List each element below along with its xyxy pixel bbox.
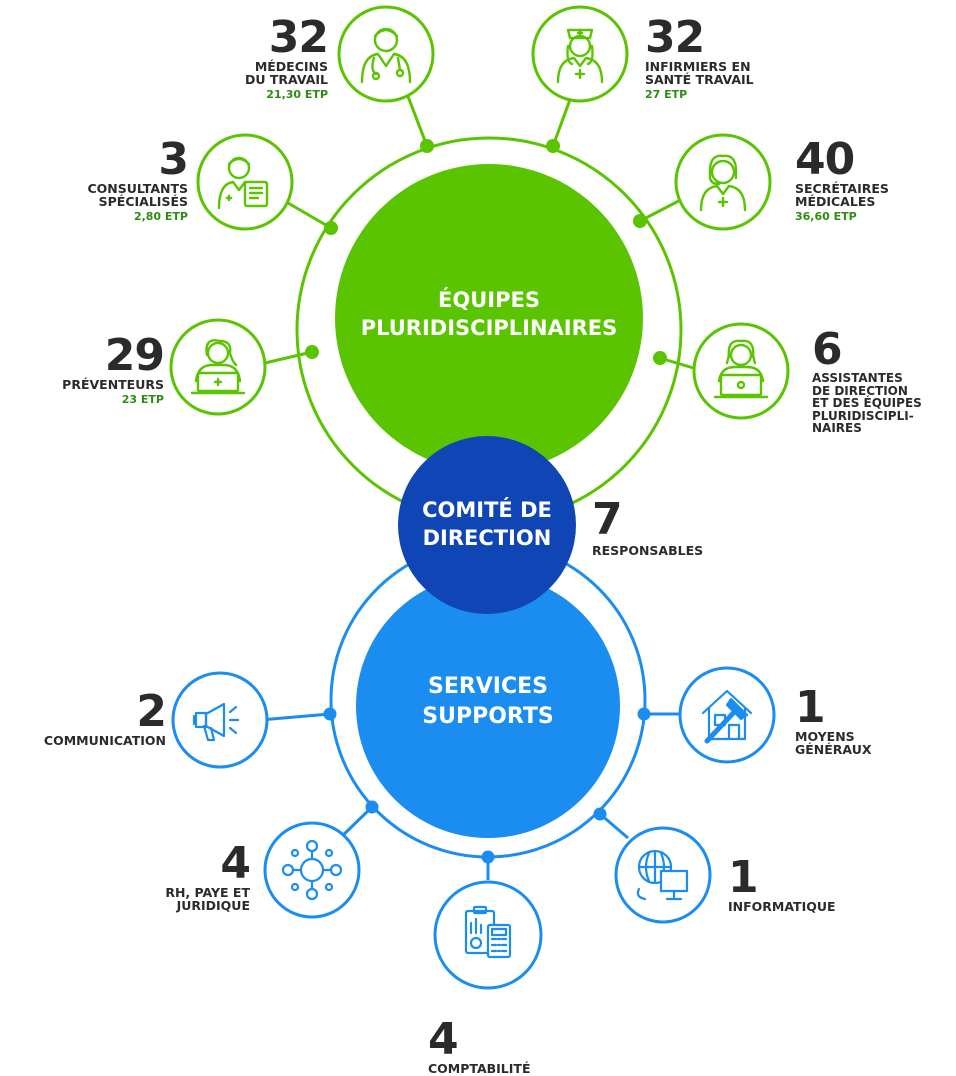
label-comptabilite: 4 COMPTABILITÉ [428, 1014, 588, 1076]
comite-title-line1: COMITÉ DE [422, 498, 552, 522]
role-label: INFIRMIERS EN SANTÉ TRAVAIL [645, 60, 805, 86]
etp-value: 36,60 ETP [795, 210, 857, 224]
etp-value: 2,80 ETP [133, 210, 188, 224]
node-infirmiers [531, 5, 629, 103]
count: 2 [136, 686, 167, 737]
nurse-icon [556, 28, 604, 84]
equipes-hub [335, 164, 643, 472]
etp-value: 21,30 ETP [266, 88, 328, 102]
role-label: CONSULTANTS SPÉCIALISÉS [40, 182, 188, 208]
megaphone-icon [192, 702, 240, 742]
label-line: DU TRAVAIL [245, 72, 328, 88]
count: 4 [220, 838, 251, 889]
etp-value: 23 ETP [121, 393, 164, 407]
label-communication: 2 COMMUNICATION [4, 686, 167, 748]
count: 4 [428, 1014, 459, 1065]
etp-value: 27 ETP [645, 88, 688, 102]
doctor-icon [360, 27, 412, 84]
computer-globe-icon [636, 849, 689, 901]
services-hub [356, 574, 620, 838]
comite-hub [398, 436, 576, 614]
count: 1 [795, 682, 826, 733]
equipes-title-line1: ÉQUIPES [438, 288, 540, 312]
count: 29 [104, 330, 165, 381]
role-label: COMPTABILITÉ [428, 1062, 588, 1075]
label-assistantes: 6 ASSISTANTES DE DIRECTION ET DES ÉQUIPE… [812, 328, 954, 435]
label-line: ASSISTANTES [812, 371, 903, 385]
label-medecins: 32 MÉDECINS DU TRAVAIL 21,30 ETP [196, 12, 329, 102]
role-label: COMMUNICATION [4, 734, 166, 747]
label-rh: 4 RH, PAYE ET JURIDIQUE [110, 838, 251, 913]
label-line: DE DIRECTION [812, 383, 908, 398]
label-line: COMMUNICATION [43, 733, 166, 748]
count: 40 [795, 134, 855, 185]
role-label: INFORMATIQUE [728, 900, 888, 913]
node-moyens-generaux [678, 666, 776, 764]
label-line: JURIDIQUE [176, 898, 250, 914]
node-medecins [337, 5, 435, 103]
node-rh [263, 821, 361, 919]
network-people-icon [281, 839, 343, 901]
comite-title-line2: DIRECTION [422, 526, 552, 551]
comite-count: 7 [592, 494, 623, 545]
building-hammer-icon [701, 689, 753, 744]
count: 6 [812, 324, 843, 375]
label-line: COMPTABILITÉ [428, 1061, 531, 1076]
count: 32 [268, 12, 329, 63]
node-assistantes [692, 322, 790, 420]
role-label: SECRÉTAIRES MÉDICALES [795, 182, 945, 208]
label-line: MOYENS [795, 729, 855, 744]
services-title-line1: SERVICES [427, 674, 549, 699]
equipes-hub-title: ÉQUIPES PLURIDISCIPLINAIRES [339, 286, 639, 343]
label-line: INFIRMIERS EN [645, 59, 751, 74]
equipes-title-line2: PLURIDISCIPLINAIRES [360, 316, 618, 341]
count: 3 [158, 134, 189, 185]
secretary-headset-icon [699, 154, 747, 212]
assistant-laptop-icon [713, 339, 769, 399]
label-line: CONSULTANTS [87, 181, 188, 196]
comite-hub-title: COMITÉ DE DIRECTION [398, 496, 576, 553]
label-line: SPÉCIALISÉS [98, 194, 188, 210]
label-line: MÉDICALES [795, 194, 876, 210]
label-infirmiers: 32 INFIRMIERS EN SANTÉ TRAVAIL 27 ETP [645, 12, 805, 102]
label-line: INFORMATIQUE [728, 899, 836, 914]
label-line: ET DES ÉQUIPES [812, 396, 922, 411]
role-label: ASSISTANTES DE DIRECTION ET DES ÉQUIPES … [812, 372, 954, 435]
count: 32 [645, 12, 705, 63]
comite-info: 7 RESPONSABLES [592, 494, 704, 558]
equipes-group [169, 5, 790, 524]
role-label: MOYENS GÉNÉRAUX [795, 730, 935, 756]
label-consultants: 3 CONSULTANTS SPÉCIALISÉS 2,80 ETP [40, 134, 189, 224]
services-hub-title: SERVICES SUPPORTS [388, 672, 588, 731]
role-label: MÉDECINS DU TRAVAIL [196, 60, 328, 86]
label-line: NAIRES [812, 421, 862, 436]
label-line: SECRÉTAIRES [795, 181, 889, 196]
label-line: PRÉVENTEURS [62, 377, 164, 392]
count: 1 [728, 852, 759, 903]
calculator-clipboard-icon [464, 905, 512, 959]
label-line: GÉNÉRAUX [795, 742, 872, 758]
node-preventeurs [169, 318, 267, 416]
role-label: PRÉVENTEURS [40, 378, 164, 391]
comite-label: RESPONSABLES [592, 543, 704, 558]
preventer-laptop-icon [190, 339, 246, 395]
label-line: RH, PAYE ET [165, 885, 250, 900]
node-communication [171, 671, 269, 769]
label-informatique: 1 INFORMATIQUE [728, 852, 888, 914]
role-label: RH, PAYE ET JURIDIQUE [110, 886, 250, 912]
label-line: SANTÉ TRAVAIL [645, 72, 754, 88]
label-line: MÉDECINS [254, 59, 328, 74]
consultant-icon [217, 156, 269, 210]
label-preventeurs: 29 PRÉVENTEURS 23 ETP [40, 330, 165, 407]
label-moyens-generaux: 1 MOYENS GÉNÉRAUX [795, 682, 935, 757]
label-secretaires: 40 SECRÉTAIRES MÉDICALES 36,60 ETP [795, 134, 945, 224]
label-line: PLURIDISCIPLI- [812, 408, 914, 423]
services-title-line2: SUPPORTS [422, 703, 554, 729]
